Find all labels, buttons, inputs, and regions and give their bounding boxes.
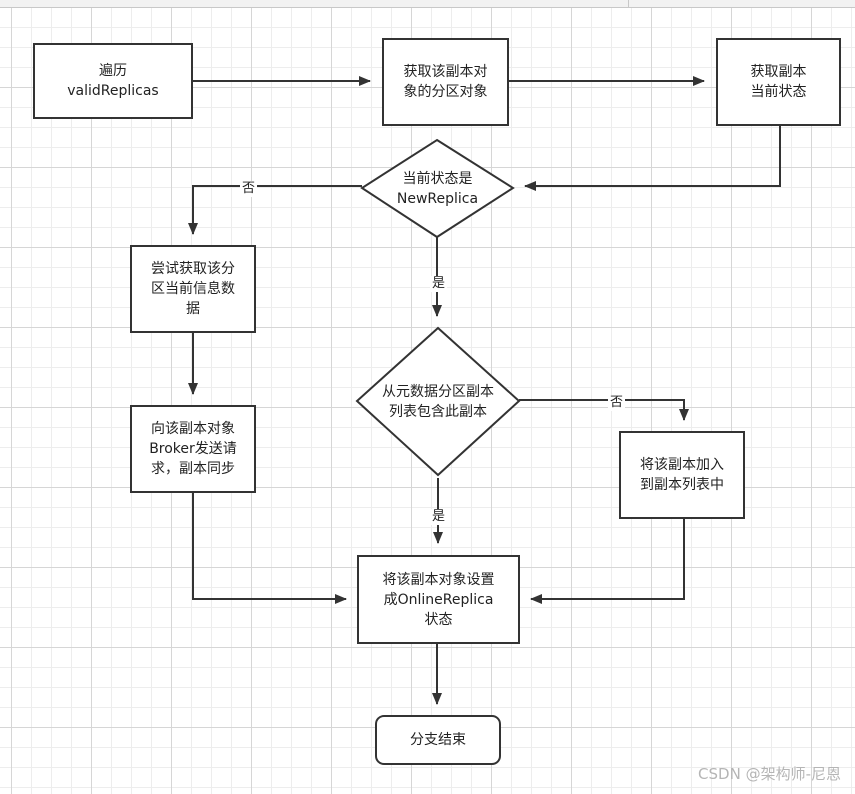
watermark-text: CSDN @架构师-尼恩 [698, 765, 841, 783]
node-label: 从元数据分区副本 列表包含此副本 [382, 383, 494, 420]
node-label: 分支结束 [410, 732, 466, 748]
edge-get-state-to-decision [524, 125, 781, 191]
node-label: 向该副本对象 Broker发送请 求，副本同步 [149, 421, 237, 477]
top-bar-divider [628, 0, 629, 7]
edge-label-no: 否 [608, 395, 626, 411]
process-set-online-replica: 将该副本对象设置 成OnlineReplica 状态 [357, 555, 520, 644]
process-add-to-replica-list: 将该副本加入 到副本列表中 [619, 431, 745, 519]
decision-metadata-contains-replica: 从元数据分区副本 列表包含此副本 [357, 328, 519, 475]
canvas-top-bar [0, 0, 855, 8]
terminal-branch-end: 分支结束 [375, 715, 501, 765]
edge-label-yes: 是 [430, 276, 448, 292]
decision-is-new-replica: 当前状态是 NewReplica [362, 140, 513, 237]
edge-add-to-list-to-set-online [530, 519, 685, 604]
process-traverse-valid-replicas: 遍历 validReplicas [33, 43, 193, 119]
node-label: 获取该副本对 象的分区对象 [403, 64, 488, 100]
process-try-get-partition-info: 尝试获取该分 区当前信息数 据 [130, 245, 256, 333]
node-label: 将该副本对象设置 成OnlineReplica 状态 [382, 571, 495, 628]
edge-label-yes: 是 [430, 509, 448, 525]
edge-send-request-to-set-online [192, 493, 347, 604]
edge-no-to-add-to-list [519, 399, 689, 421]
node-label: 尝试获取该分 区当前信息数 据 [151, 261, 235, 317]
node-label: 将该副本加入 到副本列表中 [640, 457, 724, 493]
node-label: 获取副本 当前状态 [750, 64, 807, 100]
decision-shape-metadata-contains [355, 326, 521, 477]
edge-no-to-try-get-info [188, 185, 362, 235]
process-get-partition-object: 获取该副本对 象的分区对象 [382, 38, 509, 126]
edge-label-no: 否 [240, 181, 258, 197]
process-get-replica-state: 获取副本 当前状态 [716, 38, 841, 126]
node-label: 遍历 validReplicas [67, 63, 159, 99]
process-send-request-to-broker: 向该副本对象 Broker发送请 求，副本同步 [130, 405, 256, 493]
node-label: 当前状态是 NewReplica [396, 170, 479, 207]
